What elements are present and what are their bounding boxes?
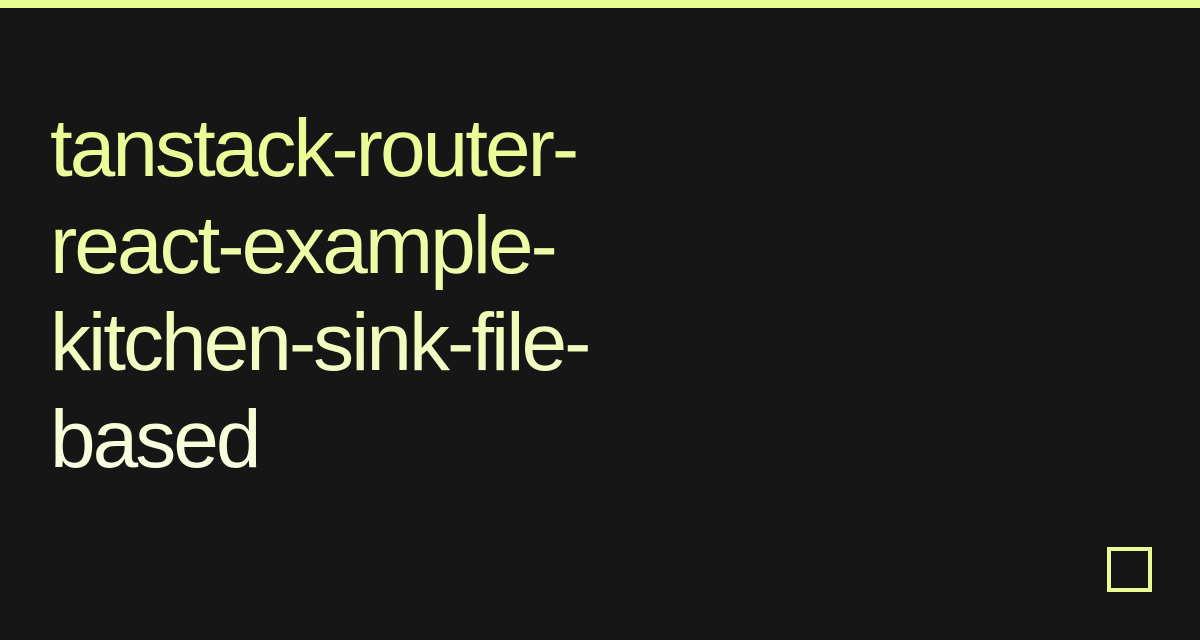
- page-title: tanstack-router- react-example- kitchen-…: [50, 100, 850, 488]
- accent-top-bar: [0, 0, 1200, 8]
- title-line-2: react-example-: [50, 200, 555, 291]
- outlined-square-icon: [1107, 547, 1152, 592]
- title-line-1: tanstack-router-: [50, 103, 577, 194]
- title-line-4: based: [50, 394, 259, 485]
- title-line-3: kitchen-sink-file-: [50, 297, 589, 388]
